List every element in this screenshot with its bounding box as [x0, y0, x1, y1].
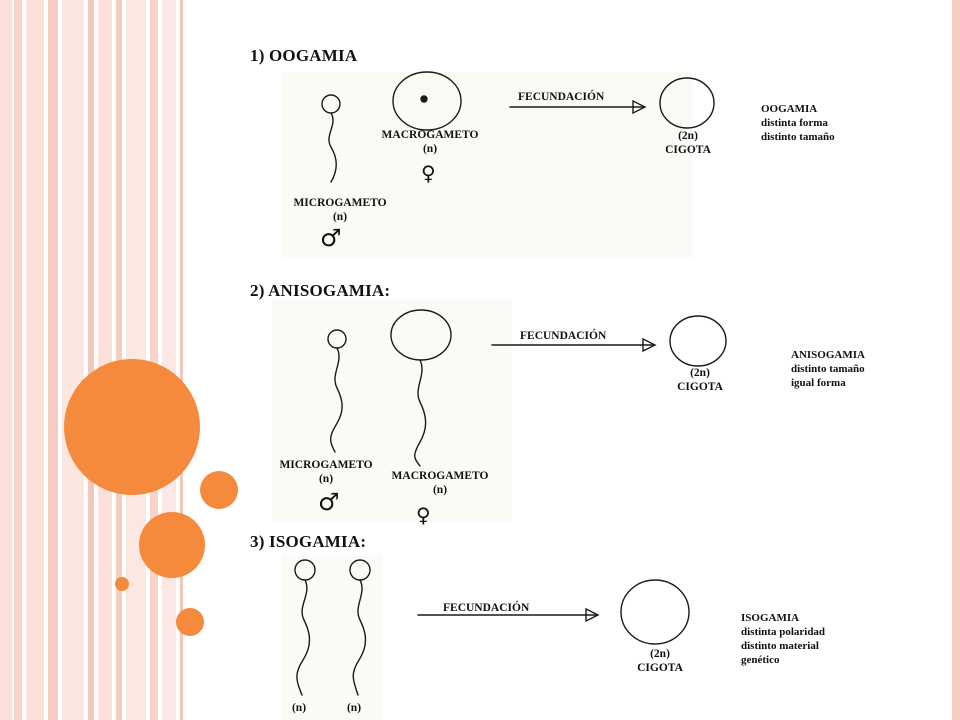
isogamia-gamete-b-head	[349, 559, 371, 581]
oogamia-arrow-head	[632, 99, 647, 115]
stripe-8	[116, 0, 122, 720]
macrogamete-ploidy: (n)	[422, 143, 438, 155]
zygote-label-1: (2n) CIGOTA	[656, 129, 720, 157]
macrogamete-label-2: MACROGAMETO (n)	[384, 469, 496, 497]
oogamia-microgamete-flagellum	[328, 112, 337, 183]
isogamia-gamete-a-head	[294, 559, 316, 581]
zygote-ploidy: (2n)	[690, 367, 710, 379]
description-line: distinto tamaño	[791, 363, 865, 375]
description-oogamia: OOGAMIA distinta forma distinto tamaño	[761, 102, 835, 144]
description-line: distinto tamaño	[761, 131, 835, 143]
stripe-10	[150, 0, 158, 720]
sheet-anisogamia	[272, 300, 512, 522]
microgamete-name: MICROGAMETO	[279, 459, 373, 471]
orange-circle-large	[64, 359, 200, 495]
zygote-ploidy: (2n)	[678, 130, 698, 142]
zygote-label-2: (2n) CIGOTA	[668, 366, 732, 394]
zygote-name: CIGOTA	[677, 381, 723, 393]
description-line: distinta forma	[761, 117, 828, 129]
oogamia-zygote	[659, 77, 715, 129]
isogamia-arrow-head	[585, 607, 600, 623]
female-symbol-icon-2: ♀	[416, 503, 431, 527]
zygote-ploidy: (2n)	[650, 648, 670, 660]
microgamete-label-2: MICROGAMETO (n)	[272, 458, 380, 486]
macrogamete-label-1: MACROGAMETO (n)	[376, 128, 484, 156]
anisogamia-microgamete-flagellum	[329, 347, 343, 453]
heading-anisogamia: 2) ANISOGAMIA:	[250, 281, 391, 300]
orange-circle-medium-2	[139, 512, 205, 578]
fecundacion-label-1: FECUNDACIÓN	[518, 91, 605, 103]
isogamia-gamete-b-flagellum	[352, 579, 367, 696]
anisogamia-arrow-head	[642, 337, 657, 353]
stripe-1	[0, 0, 12, 720]
description-line: distinta polaridad	[741, 626, 826, 638]
female-symbol-icon-1: ♀	[421, 161, 436, 185]
fecundacion-label-3: FECUNDACIÓN	[443, 602, 530, 614]
stripe-6	[88, 0, 94, 720]
sheet-oogamia	[282, 72, 692, 258]
fecundacion-label-2: FECUNDACIÓN	[520, 330, 607, 342]
zygote-label-3: (2n) CIGOTA	[626, 647, 694, 675]
oogamia-microgamete-head	[321, 94, 341, 114]
orange-circle-small	[115, 577, 129, 591]
anisogamia-microgamete-head	[327, 329, 347, 349]
description-isogamia: ISOGAMIA distinta polaridad distinto mat…	[741, 611, 825, 667]
oogamia-macrogamete	[392, 71, 462, 131]
microgamete-name: MICROGAMETO	[293, 197, 387, 209]
orange-circle-small-2	[176, 608, 204, 636]
stripe-12	[180, 0, 183, 720]
heading-isogamia: 3) ISOGAMIA:	[250, 532, 367, 551]
description-line: genético	[741, 654, 780, 666]
male-symbol-icon-2: ♂	[318, 488, 340, 516]
orange-circle-medium	[200, 471, 238, 509]
description-line: igual forma	[791, 377, 846, 389]
stripe-5	[62, 0, 84, 720]
gamete-b-ploidy: (n)	[346, 702, 362, 714]
male-symbol-icon-1: ♂	[320, 224, 342, 252]
stripe-4	[48, 0, 58, 720]
anisogamia-macrogamete-flagellum	[414, 359, 427, 467]
microgamete-label-1: MICROGAMETO (n)	[286, 196, 394, 224]
anisogamia-macrogamete	[390, 309, 452, 361]
heading-oogamia: 1) OOGAMIA	[250, 46, 358, 65]
zygote-name: CIGOTA	[637, 662, 683, 674]
gamete-a-ploidy: (n)	[291, 702, 307, 714]
anisogamia-zygote	[669, 315, 727, 367]
macrogamete-name: MACROGAMETO	[391, 470, 489, 482]
macrogamete-ploidy: (n)	[432, 484, 448, 496]
isogamia-zygote	[620, 579, 690, 645]
description-line: OOGAMIA	[761, 103, 818, 115]
description-line: ISOGAMIA	[741, 612, 800, 624]
description-line: ANISOGAMIA	[791, 349, 865, 361]
oogamia-macrogamete-nucleus	[420, 95, 428, 103]
zygote-name: CIGOTA	[665, 144, 711, 156]
stripe-2	[14, 0, 22, 720]
isogamia-gamete-a-flagellum	[296, 579, 311, 696]
stripe-7	[98, 0, 112, 720]
macrogamete-name: MACROGAMETO	[381, 129, 479, 141]
description-anisogamia: ANISOGAMIA distinto tamaño igual forma	[791, 348, 865, 390]
microgamete-ploidy: (n)	[332, 211, 348, 223]
description-line: distinto material	[741, 640, 819, 652]
microgamete-ploidy: (n)	[318, 473, 334, 485]
stripe-right	[952, 0, 960, 720]
stripe-3	[26, 0, 44, 720]
